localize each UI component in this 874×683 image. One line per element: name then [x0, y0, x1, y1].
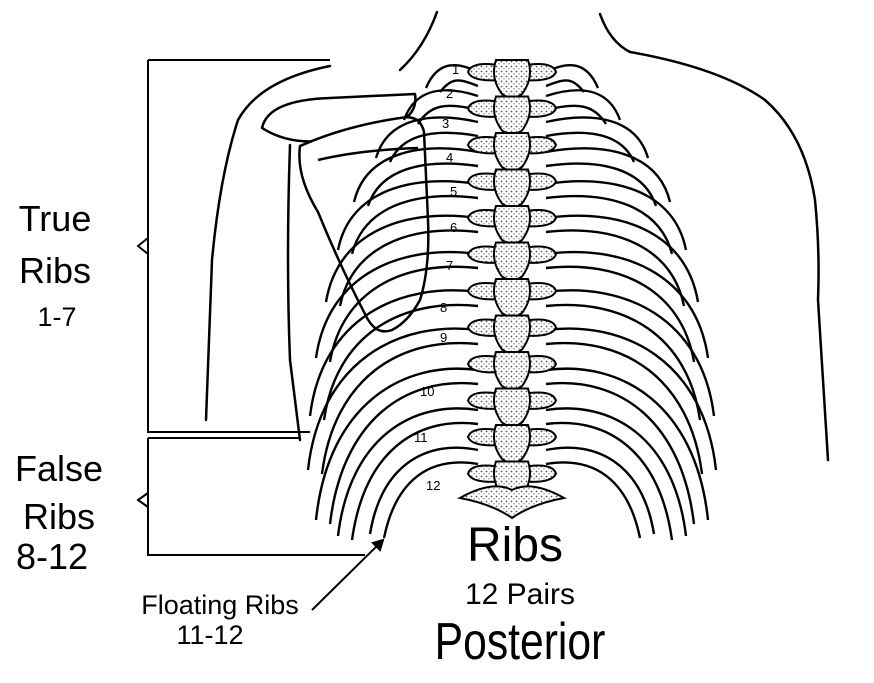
rib-number-9: 9 [440, 330, 447, 345]
vertebra-8 [468, 316, 556, 356]
rib-number-7: 7 [446, 258, 453, 273]
vertebra-2 [468, 97, 556, 137]
rib-right-4-lower-edge [546, 164, 656, 206]
false-ribs-label: False [4, 448, 114, 490]
true-ribs-line1: True [10, 198, 100, 240]
rib-number-4: 4 [446, 150, 453, 165]
vertebra-11 [468, 425, 556, 465]
rib-number-11: 11 [414, 430, 428, 445]
rib-right-3-upper-edge [546, 118, 648, 158]
neck-right-outline [600, 14, 630, 52]
vertebra-10 [468, 389, 556, 429]
shoulder-right-outline [630, 52, 828, 460]
true-ribs-range: 1-7 [12, 302, 102, 333]
vertebra-5 [468, 206, 556, 246]
vertebra-6 [468, 243, 556, 283]
false-ribs-label-2: Ribs [4, 496, 114, 538]
rib-number-3: 3 [442, 116, 449, 131]
rib-left-11-upper-edge [338, 408, 478, 536]
rib-right-5-lower-edge [546, 196, 672, 254]
floating-ribs-label: Floating Ribs [100, 590, 340, 621]
rib-number-1: 1 [452, 62, 459, 77]
vertebra-9 [468, 352, 556, 392]
rib-number-12: 12 [426, 478, 440, 493]
title-pairs: 12 Pairs [430, 578, 610, 612]
title-posterior: Posterior [422, 612, 619, 672]
vertebra-2-body [494, 97, 530, 137]
rib-number-5: 5 [450, 184, 457, 199]
vertebra-3-body [494, 133, 530, 173]
vertebra-1 [468, 60, 556, 100]
rib-number-10: 10 [420, 384, 434, 399]
vertebra-4 [468, 170, 556, 210]
rib-right-2-upper-edge [546, 90, 620, 120]
vertebra-9-body [494, 352, 530, 392]
title-ribs: Ribs [440, 518, 590, 573]
rib-number-8: 8 [440, 300, 447, 315]
true-ribs-label-2: Ribs [10, 250, 100, 292]
vertebra-11-body [494, 425, 530, 465]
false-ribs-range: 8-12 [2, 536, 102, 578]
lumbar-vertebra [460, 486, 564, 518]
vertebra-8-body [494, 316, 530, 356]
rib-right-10-lower-edge [546, 383, 694, 524]
rib-number-6: 6 [450, 220, 457, 235]
rib-left-10-lower-edge [330, 383, 478, 524]
vertebra-10-body [494, 389, 530, 429]
true-ribs-line2: Ribs [10, 250, 100, 292]
ribs-right-side [546, 65, 716, 540]
vertebra-1-body [494, 60, 530, 100]
scapula [262, 94, 428, 331]
neck-left-outline [400, 12, 437, 70]
vertebra-7-body [494, 279, 530, 319]
vertebra-7 [468, 279, 556, 319]
floating-ribs-range: 11-12 [160, 620, 260, 651]
vertebra-5-body [494, 206, 530, 246]
vertebra-6-body [494, 243, 530, 283]
vertebra-4-body [494, 170, 530, 210]
vertebra-3 [468, 133, 556, 173]
rib-right-11-upper-edge [546, 408, 686, 536]
arm-inner-left-outline [288, 145, 300, 440]
rib-number-2: 2 [446, 86, 453, 101]
true-ribs-label: True [10, 198, 100, 240]
rib-right-8-upper-edge [546, 290, 714, 416]
